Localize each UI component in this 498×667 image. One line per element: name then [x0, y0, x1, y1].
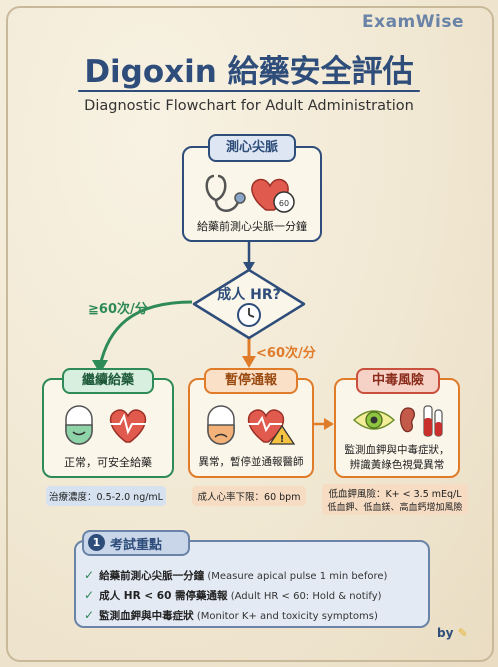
toxicity-box: 監測血鉀與中毒症狀， 辨識黃綠色視覺異常	[334, 378, 460, 478]
arrowhead-orange-icon	[242, 356, 256, 368]
toxicity-note-line2: 低血鉀、低血鎂、高血鈣增加風險	[327, 503, 463, 513]
page-title: Digoxin 給藥安全評估	[84, 54, 414, 90]
continue-note: 治療濃度：0.5-2.0 ng/mL	[46, 486, 166, 506]
svg-text:60: 60	[279, 199, 289, 208]
page-subtitle: Diagnostic Flowchart for Adult Administr…	[84, 98, 414, 114]
exam-item-3: ✓ 監測血鉀與中毒症狀 (Monitor K+ and toxicity sym…	[84, 604, 378, 623]
exam-item-1-text: (Measure apical pulse 1 min before)	[204, 571, 388, 582]
branch-label-low: <60次/分	[256, 346, 316, 361]
check-icon: ✓	[84, 568, 95, 582]
stethoscope-heart-icon: 60	[205, 174, 295, 213]
toxicity-label: 中毒風險	[356, 368, 440, 394]
brand-logo: ExamWise	[362, 12, 464, 32]
branch-label-normal: ≧60次/分	[88, 302, 148, 317]
toxicity-note: 低血鉀風險：K+ < 3.5 mEq/L 低血鉀、低血鎂、高血鈣增加風險	[322, 484, 468, 515]
exam-item-3-text: (Monitor K+ and toxicity symptoms)	[193, 611, 378, 622]
step1-caption: 給藥前測心尖脈一分鐘	[197, 220, 307, 233]
exam-focus-title: 考試重點	[110, 538, 163, 553]
pencil-icon: ✎	[457, 626, 468, 640]
step-measure-apical-box: 60 給藥前測心尖脈一分鐘	[182, 146, 322, 242]
card-frame	[6, 6, 494, 662]
sad-pill-heart-icon: !	[207, 405, 296, 445]
svg-text:!: !	[280, 434, 285, 445]
check-icon: ✓	[84, 608, 95, 622]
hold-label: 暫停通報	[204, 368, 298, 394]
continue-label: 繼續給藥	[62, 368, 154, 394]
title-underline	[78, 90, 420, 92]
continue-box: 正常，可安全給藥	[42, 378, 174, 478]
happy-pill-heart-icon	[65, 405, 148, 445]
toxicity-note-line1: 低血鉀風險：K+ < 3.5 mEq/L	[328, 489, 462, 500]
arrowhead-green-icon	[92, 360, 108, 374]
check-icon: ✓	[84, 588, 95, 602]
step1-label: 測心尖脈	[208, 134, 296, 162]
exam-item-1: ✓ 給藥前測心尖脈一分鐘 (Measure apical pulse 1 min…	[84, 564, 387, 583]
hold-note: 成人心率下限：60 bpm	[192, 486, 306, 506]
arrowhead-right-icon	[324, 418, 334, 430]
exam-focus-header: 1 考試重點	[82, 530, 190, 556]
connector-to-continue	[98, 300, 193, 367]
decision-label: 成人 HR?	[217, 287, 281, 303]
hold-caption: 異常，暫停並通報醫師	[198, 456, 304, 468]
byline-text: by	[437, 626, 454, 640]
exam-number-badge: 1	[88, 534, 105, 551]
exam-item-2-text: (Adult HR < 60: Hold & notify)	[227, 591, 382, 602]
eye-kidney-blood-icon	[352, 405, 443, 437]
toxicity-caption-line1: 監測血鉀與中毒症狀，	[344, 444, 450, 456]
arrowhead-down-icon	[243, 262, 255, 272]
exam-item-1-bold: 給藥前測心尖脈一分鐘	[99, 570, 205, 582]
byline: by ✎	[437, 626, 468, 640]
exam-item-2: ✓ 成人 HR < 60 需停藥通報 (Adult HR < 60: Hold …	[84, 584, 382, 603]
exam-item-2-bold: 成人 HR < 60 需停藥通報	[99, 590, 228, 602]
clock-icon	[237, 303, 261, 327]
exam-item-3-bold: 監測血鉀與中毒症狀	[99, 610, 194, 622]
continue-caption: 正常，可安全給藥	[64, 456, 152, 469]
toxicity-caption-line2: 辨識黃綠色視覺異常	[349, 459, 445, 471]
